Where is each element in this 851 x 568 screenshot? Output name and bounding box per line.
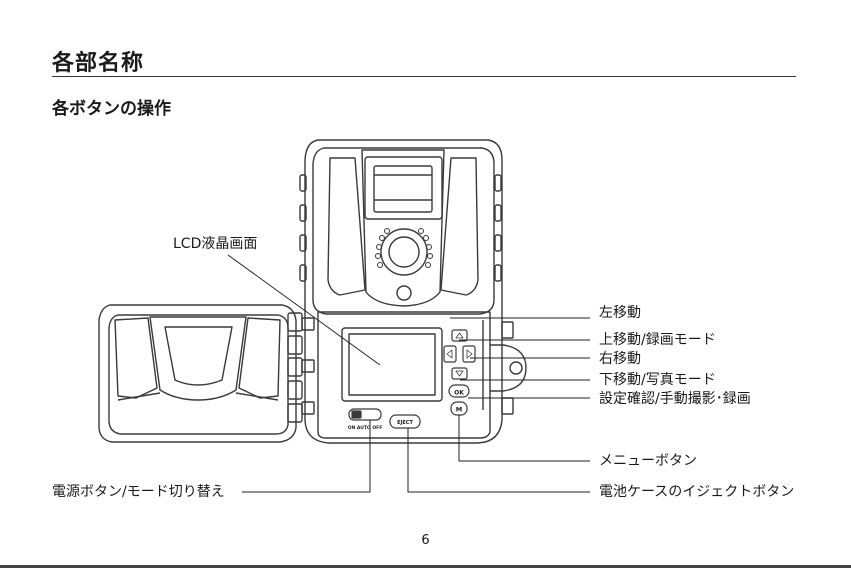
power-switch-label: ON AUTO OFF bbox=[348, 425, 383, 431]
callout-down-move: 下移動/写真モード bbox=[599, 372, 716, 388]
callout-menu: メニューボタン bbox=[599, 453, 697, 469]
leader-lcd bbox=[228, 255, 380, 365]
front-cover bbox=[99, 305, 314, 442]
right-button bbox=[463, 346, 475, 362]
menu-button-label: M bbox=[456, 406, 462, 414]
ok-button-label: OK bbox=[454, 390, 464, 397]
up-button bbox=[452, 330, 467, 341]
page-number: 6 bbox=[0, 533, 851, 548]
callout-eject: 電池ケースのイジェクトボタン bbox=[599, 484, 794, 500]
down-button bbox=[452, 368, 467, 379]
callout-power: 電源ボタン/モード切り替え bbox=[52, 484, 225, 500]
eject-button-label: EJECT bbox=[397, 420, 413, 426]
callout-up-move: 上移動/録画モード bbox=[599, 332, 716, 348]
callout-ok-function: 設定確認/手動撮影･録画 bbox=[599, 391, 751, 407]
left-button bbox=[444, 346, 456, 362]
callout-left-move: 左移動 bbox=[599, 305, 641, 321]
callout-right-move: 右移動 bbox=[599, 351, 641, 367]
callout-lcd: LCD液晶画面 bbox=[173, 236, 257, 252]
